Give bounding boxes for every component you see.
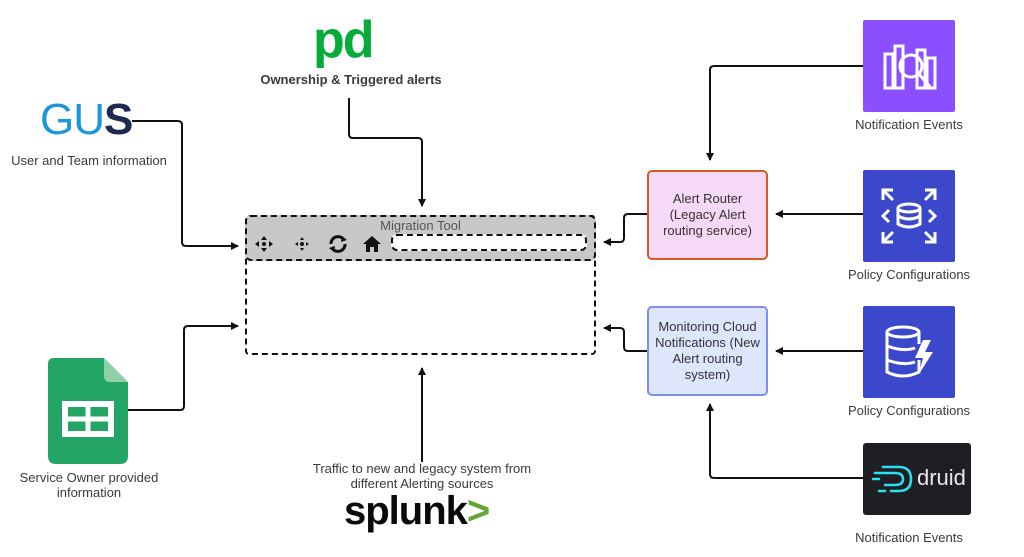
- splunk-caption: Traffic to new and legacy system from di…: [312, 461, 532, 491]
- database-expand-icon: [863, 170, 955, 262]
- monitoring-arrow: [603, 324, 647, 352]
- migration-tool-title: Migration Tool: [380, 218, 461, 233]
- splunk-chevron: >: [466, 489, 490, 533]
- splunk-logo: splunk>: [344, 489, 490, 533]
- gus-letter-s: S: [104, 95, 133, 144]
- policy-configurations-caption-bottom: Policy Configurations: [847, 403, 971, 418]
- notification-events-caption-top: Notification Events: [855, 117, 963, 132]
- druid-logo-text: druid: [917, 465, 966, 490]
- pagerduty-arrow: [348, 98, 426, 207]
- gus-arrow: [132, 120, 239, 250]
- dynamodb-icon: [863, 306, 955, 398]
- notification-events-caption-bottom: Notification Events: [855, 530, 963, 545]
- sheets-caption: Service Owner provided information: [19, 470, 159, 500]
- alert-router-arrow: [603, 213, 647, 246]
- gus-logo: GUS: [40, 95, 133, 144]
- monitoring-cloud-label: Monitoring Cloud Notifications (New Aler…: [655, 319, 760, 382]
- migration-tool-search-input[interactable]: [391, 234, 587, 251]
- analytics-search-icon: [863, 20, 955, 112]
- move-icon[interactable]: [253, 234, 275, 254]
- google-sheets-icon: [48, 358, 128, 464]
- home-icon[interactable]: [361, 234, 383, 254]
- splunk-logo-text: splunk: [344, 489, 468, 533]
- druid-icon: druid: [863, 443, 971, 515]
- alert-router-label: Alert Router (Legacy Alert routing servi…: [663, 191, 752, 238]
- policy-configurations-caption-top: Policy Configurations: [847, 267, 971, 282]
- migration-tool-toolbar: Migration Tool: [245, 215, 596, 261]
- gus-letter-u: U: [73, 95, 105, 144]
- druid-arrow: [706, 403, 863, 479]
- monitoring-cloud-box: Monitoring Cloud Notifications (New Aler…: [647, 306, 768, 396]
- notification-events-arrow-top: [706, 65, 863, 161]
- pagerduty-caption: Ownership & Triggered alerts: [260, 72, 442, 87]
- gus-caption: User and Team information: [11, 153, 167, 168]
- alert-router-box: Alert Router (Legacy Alert routing servi…: [647, 170, 768, 260]
- sheets-arrow: [128, 322, 239, 411]
- gus-letter-g: G: [40, 95, 74, 144]
- pagerduty-logo: pd: [313, 11, 375, 69]
- refresh-icon[interactable]: [327, 234, 349, 254]
- move-icon[interactable]: [291, 234, 313, 254]
